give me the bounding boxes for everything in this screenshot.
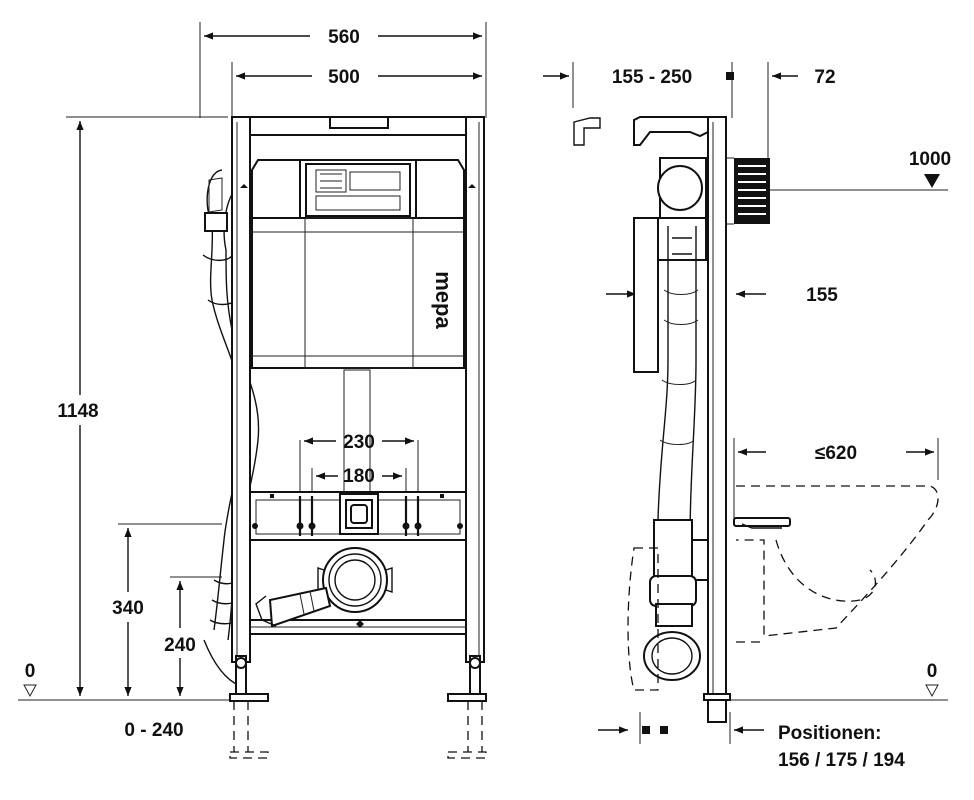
front-view: 560 500 1148 340 [18,22,487,759]
side-view: 155 - 250 72 1000 155 [543,62,951,771]
dim-155: 155 [606,285,838,306]
foot-left [229,655,269,759]
level-triangle-icon [23,684,37,698]
dim-1148: 1148 [57,116,235,701]
dim-340-label: 340 [112,598,144,619]
dim-620-label: ≤620 [815,443,857,464]
dim-340: 340 [112,523,222,696]
frame-side [573,116,770,701]
dim-180-label: 180 [343,466,375,487]
cistern-front: mepa [240,159,476,495]
dim-500: 500 [231,62,487,118]
positions-dim: Positionen: 156 / 175 / 194 [598,712,905,771]
dim-620: ≤620 [733,438,939,520]
flush-pipe-side [657,226,699,541]
dim-72-label: 72 [814,67,835,88]
positions-values: 156 / 175 / 194 [778,750,905,771]
zero-level-front-label: 0 [25,661,36,682]
foot-right [447,655,487,759]
dim-155-250: 155 - 250 [543,62,734,118]
dim-72: 72 [767,62,836,160]
stud-right [402,496,422,536]
wc-bowl-outline [733,485,939,643]
frame-uprights [231,116,485,663]
dim-240: 240 [164,576,222,696]
foot-range-label: 0 - 240 [124,720,183,741]
brand-logo-text: mepa [431,271,456,329]
level-arrow-icon [924,174,940,188]
dim-1148-label: 1148 [57,401,98,422]
zero-level-side: 0 [728,661,948,701]
stud-left [296,496,316,536]
dim-1000-label: 1000 [909,149,951,170]
level-triangle-side-icon [925,684,939,698]
drain-bend-front [255,547,393,628]
dim-155-250-label: 155 - 250 [612,67,692,88]
dim-560: 560 [199,22,487,118]
dim-500-label: 500 [328,67,360,88]
dim-230-label: 230 [343,432,375,453]
dim-155-label: 155 [806,285,838,306]
dim-240-label: 240 [164,635,196,656]
zero-level-side-label: 0 [927,661,938,682]
drain-side [627,519,731,723]
dim-1000: 1000 [770,149,951,191]
mounting-plate [249,491,467,541]
dim-560-label: 560 [328,27,360,48]
positions-label: Positionen: [778,723,881,744]
zero-level-front: 0 [18,661,70,701]
